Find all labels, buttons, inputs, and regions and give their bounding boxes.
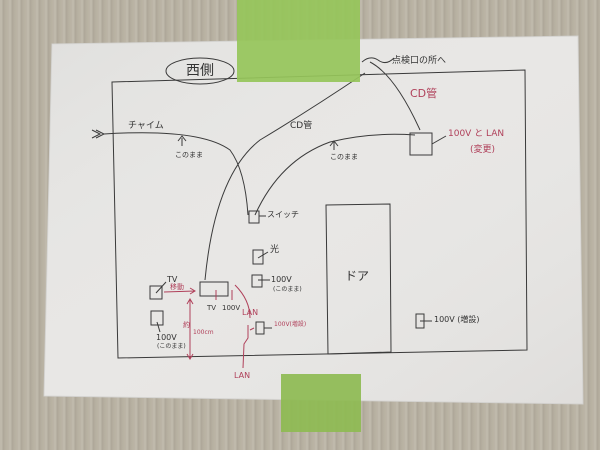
- tape-bottom: [281, 374, 361, 432]
- label-height-mark: 約: [183, 321, 190, 329]
- label-tv-left: TV: [167, 275, 178, 284]
- tape-top: [237, 0, 360, 82]
- red-annotations: [163, 284, 255, 369]
- title-label: 西側: [186, 63, 214, 79]
- label-lan-lower: LAN: [234, 371, 251, 380]
- label-leave-1: このまま: [175, 151, 203, 159]
- label-move: 移動: [170, 283, 184, 291]
- label-outlet-100v-add-right: 100V (増設): [434, 315, 480, 324]
- label-cd-pipe-mid: CD管: [290, 121, 313, 131]
- label-height-value: 100cm: [193, 329, 214, 336]
- label-outlet-100v-lan: 100V と LAN: [448, 129, 505, 139]
- label-leave-2: このまま: [330, 153, 358, 161]
- label-leave-center: (このまま): [273, 286, 302, 293]
- label-change: (変更): [470, 145, 496, 155]
- label-outlet-100v-left: 100V: [156, 333, 177, 342]
- label-lan-upper: LAN: [242, 308, 259, 317]
- label-outlet-100v-add: 100V(増設): [274, 321, 307, 328]
- label-door: ドア: [345, 269, 370, 283]
- label-inspection-port: 点検口の所へ: [392, 56, 447, 66]
- label-leave-left: (このまま): [157, 343, 186, 350]
- room-outline: [91, 57, 528, 359]
- label-cd-pipe-top: CD管: [410, 87, 438, 100]
- label-light: 光: [270, 245, 280, 255]
- label-chime: チャイム: [128, 121, 164, 131]
- label-outlet-100v-center: 100V: [271, 275, 292, 284]
- label-tv-box-tv: TV: [207, 304, 217, 312]
- label-switch: スイッチ: [267, 210, 299, 219]
- label-tv-box-100v: 100V: [222, 304, 241, 312]
